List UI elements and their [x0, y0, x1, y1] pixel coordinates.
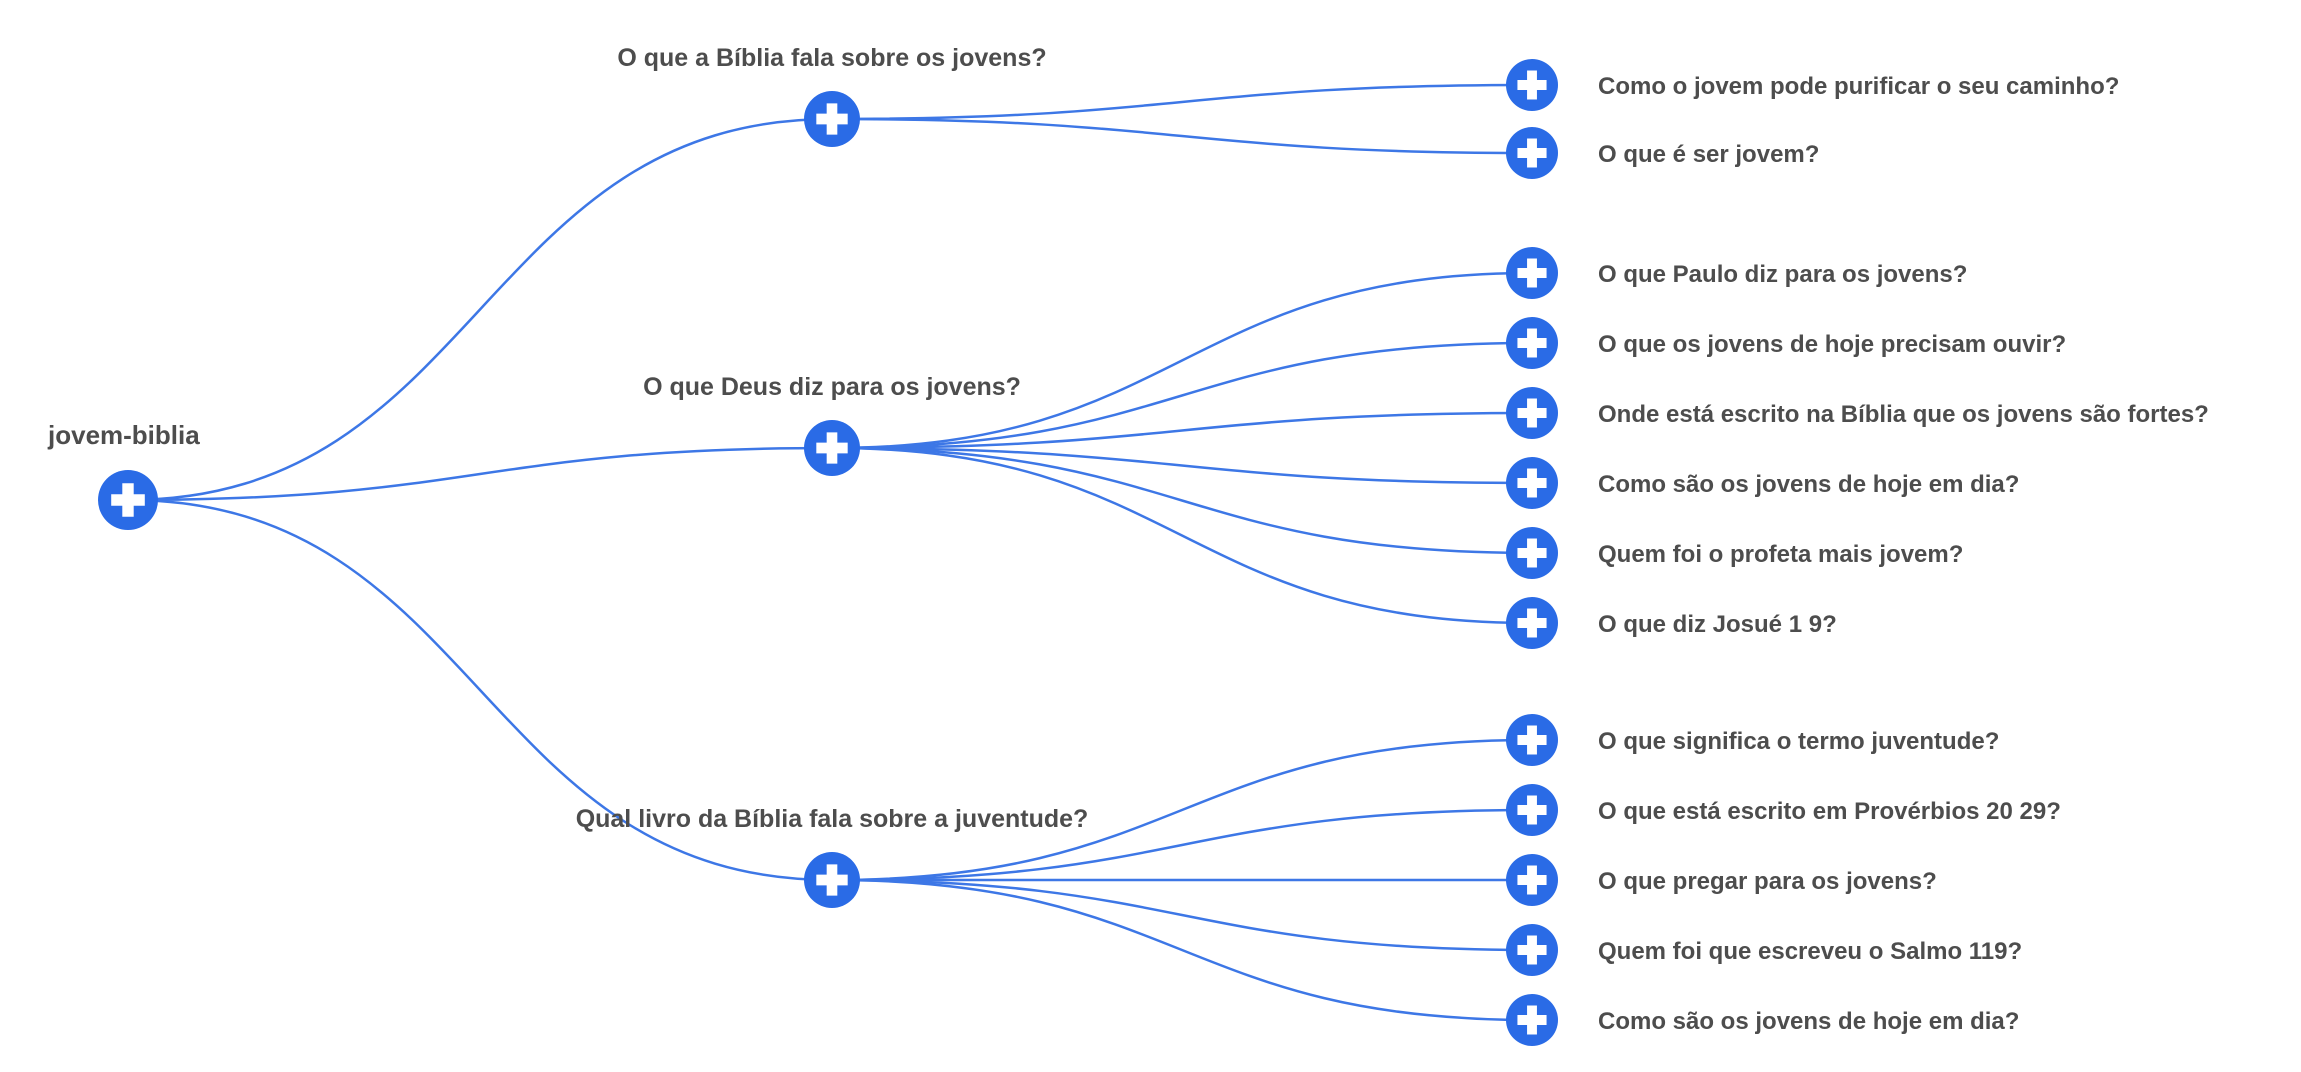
edge-branch-child — [830, 878, 1534, 952]
child-node-button[interactable] — [1506, 387, 1558, 439]
nodes-layer — [98, 59, 1558, 1046]
edge-root-branch — [126, 446, 834, 502]
edge-root-branch — [126, 117, 834, 502]
child-node-button[interactable] — [1506, 994, 1558, 1046]
plus-icon — [1517, 608, 1547, 638]
root-label: jovem-biblia — [47, 420, 200, 450]
branch-label: O que a Bíblia fala sobre os jovens? — [617, 44, 1046, 72]
child-label: O que é ser jovem? — [1598, 141, 1819, 168]
branch-label: Qual livro da Bíblia fala sobre a juvent… — [576, 805, 1089, 833]
branch-node-button[interactable] — [804, 420, 860, 476]
plus-icon — [816, 103, 848, 135]
child-label: Quem foi que escreveu o Salmo 119? — [1598, 938, 2022, 965]
plus-icon — [1517, 398, 1547, 428]
plus-icon — [1517, 538, 1547, 568]
branch-node-button[interactable] — [804, 91, 860, 147]
child-node-button[interactable] — [1506, 247, 1558, 299]
edge-branch-child — [830, 446, 1534, 555]
edge-branch-child — [830, 411, 1534, 450]
child-label: O que está escrito em Provérbios 20 29? — [1598, 798, 2061, 825]
plus-icon — [816, 864, 848, 896]
child-label: O que significa o termo juventude? — [1598, 728, 1999, 755]
edge-branch-child — [830, 878, 1534, 1022]
plus-icon — [1517, 795, 1547, 825]
plus-icon — [1517, 935, 1547, 965]
plus-icon — [1517, 1005, 1547, 1035]
plus-icon — [1517, 70, 1547, 100]
child-label: Como são os jovens de hoje em dia? — [1598, 1008, 2019, 1035]
edge-branch-child — [830, 83, 1534, 121]
child-label: O que diz Josué 1 9? — [1598, 611, 1837, 638]
branch-label: O que Deus diz para os jovens? — [643, 373, 1021, 401]
edge-branch-child — [830, 117, 1534, 155]
edges-layer — [126, 83, 1534, 1022]
plus-icon — [1517, 468, 1547, 498]
plus-icon — [111, 483, 145, 517]
child-node-button[interactable] — [1506, 527, 1558, 579]
child-label: Quem foi o profeta mais jovem? — [1598, 541, 1963, 568]
branch-node-button[interactable] — [804, 852, 860, 908]
plus-icon — [1517, 258, 1547, 288]
edge-branch-child — [830, 808, 1534, 882]
child-node-button[interactable] — [1506, 457, 1558, 509]
edge-branch-child — [830, 271, 1534, 450]
edge-branch-child — [830, 738, 1534, 882]
labels-layer: jovem-biblia O que a Bíblia fala sobre o… — [47, 44, 2209, 1035]
child-node-button[interactable] — [1506, 854, 1558, 906]
root-node-button[interactable] — [98, 470, 158, 530]
child-node-button[interactable] — [1506, 59, 1558, 111]
child-label: O que pregar para os jovens? — [1598, 868, 1937, 895]
child-node-button[interactable] — [1506, 924, 1558, 976]
edge-branch-child — [830, 446, 1534, 485]
plus-icon — [1517, 328, 1547, 358]
child-label: O que os jovens de hoje precisam ouvir? — [1598, 331, 2066, 358]
child-label: O que Paulo diz para os jovens? — [1598, 261, 1967, 288]
child-node-button[interactable] — [1506, 127, 1558, 179]
plus-icon — [816, 432, 848, 464]
child-label: Como o jovem pode purificar o seu caminh… — [1598, 73, 2119, 100]
plus-icon — [1517, 865, 1547, 895]
plus-icon — [1517, 725, 1547, 755]
child-label: Onde está escrito na Bíblia que os joven… — [1598, 401, 2209, 428]
plus-icon — [1517, 138, 1547, 168]
child-node-button[interactable] — [1506, 317, 1558, 369]
child-label: Como são os jovens de hoje em dia? — [1598, 471, 2019, 498]
child-node-button[interactable] — [1506, 597, 1558, 649]
edge-root-branch — [126, 498, 834, 882]
edge-branch-child — [830, 341, 1534, 450]
child-node-button[interactable] — [1506, 784, 1558, 836]
child-node-button[interactable] — [1506, 714, 1558, 766]
edge-branch-child — [830, 446, 1534, 625]
